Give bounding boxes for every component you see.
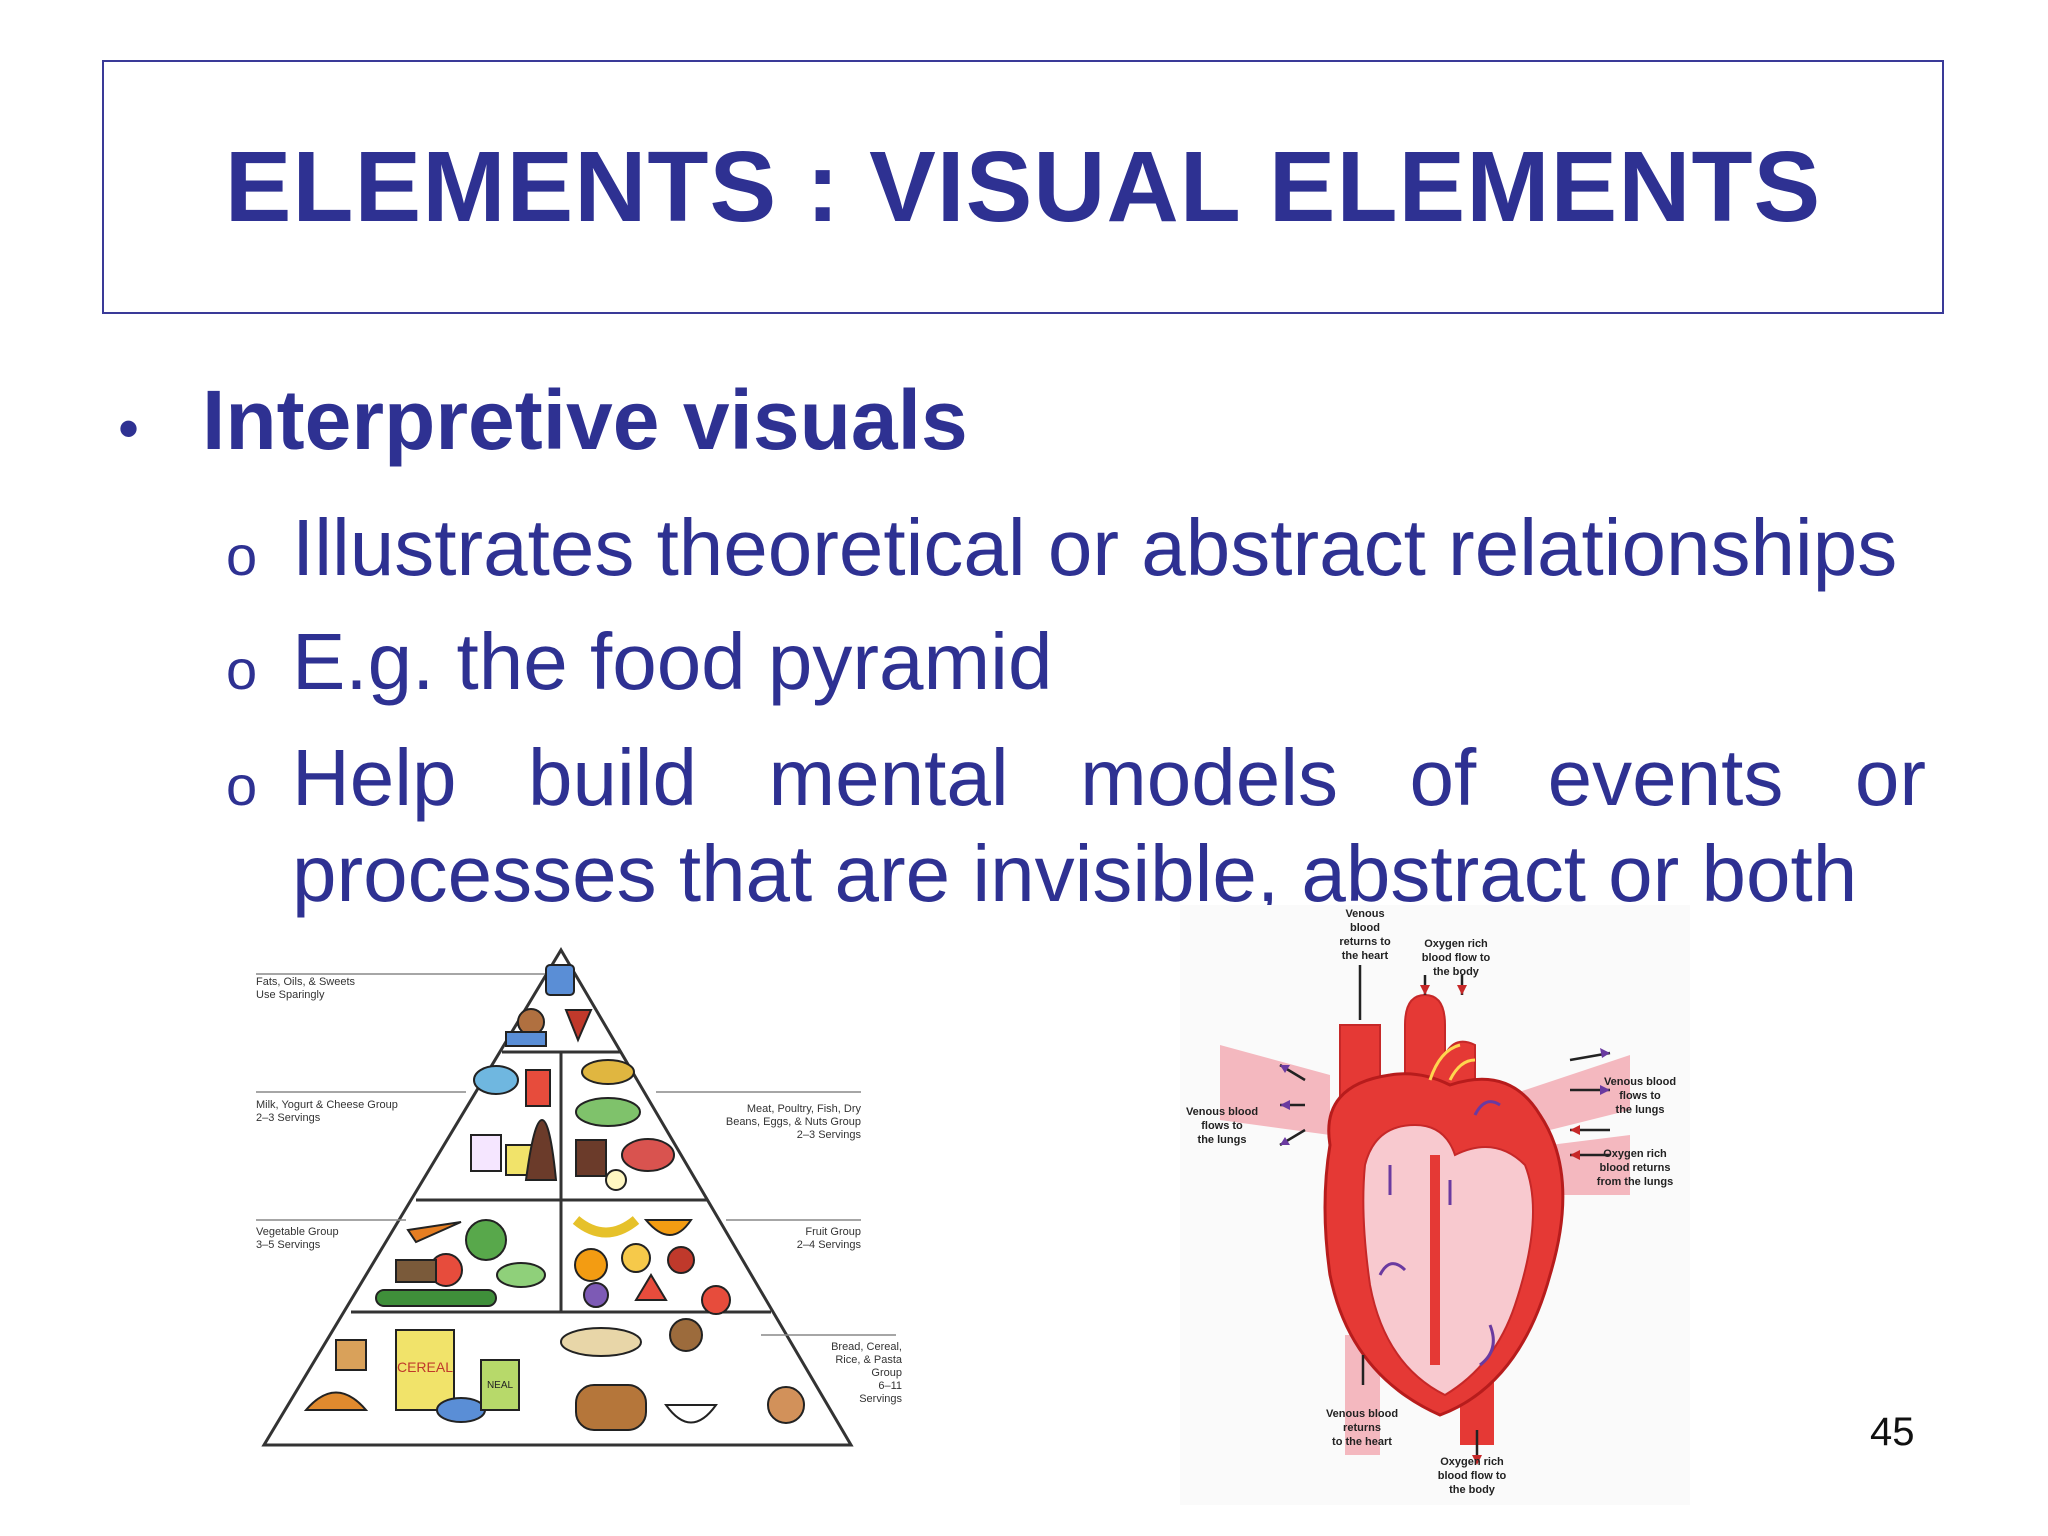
bullet-marker: • — [118, 395, 140, 462]
sub-marker: o — [226, 754, 258, 817]
svg-text:the lungs: the lungs — [1616, 1104, 1665, 1116]
heart-label-venous-bottom: Venous blood returns to the heart — [1326, 1408, 1398, 1448]
sub-marker: o — [226, 524, 258, 587]
sub-item-3: o Help build mental models of events or … — [226, 730, 1926, 922]
sub-item-text: E.g. the food pyramid — [292, 617, 1053, 706]
sub-item-2: o E.g. the food pyramid — [226, 616, 1052, 708]
svg-text:blood flow to: blood flow to — [1438, 1470, 1507, 1482]
svg-text:the heart: the heart — [1342, 950, 1389, 962]
svg-text:6–11: 6–11 — [878, 1380, 902, 1392]
svg-text:Venous blood: Venous blood — [1186, 1106, 1258, 1118]
svg-text:from the lungs: from the lungs — [1597, 1176, 1673, 1188]
svg-text:blood: blood — [1350, 922, 1380, 934]
bullet-text: Interpretive visuals — [202, 373, 968, 467]
heart-label-oxygen-body-top: Oxygen rich blood flow to the body — [1422, 938, 1491, 978]
pyramid-label-fruit: Fruit Group 2–4 Servings — [797, 1226, 862, 1251]
sub-item-text: Help build mental models of events or pr… — [292, 733, 1926, 918]
svg-text:Servings: Servings — [859, 1393, 902, 1405]
svg-text:Beans, Eggs, & Nuts Group: Beans, Eggs, & Nuts Group — [726, 1116, 861, 1128]
svg-text:to the heart: to the heart — [1332, 1436, 1392, 1448]
svg-text:Fruit Group: Fruit Group — [805, 1226, 861, 1238]
cereal-box-label: CEREAL — [397, 1359, 453, 1375]
heart-label-oxygen-body-bottom: Oxygen rich blood flow to the body — [1438, 1456, 1507, 1496]
svg-text:Oxygen rich: Oxygen rich — [1440, 1456, 1504, 1468]
heart-label-venous-lungs-left: Venous blood flows to the lungs — [1186, 1106, 1258, 1146]
svg-text:the body: the body — [1433, 966, 1480, 978]
svg-text:Rice, & Pasta: Rice, & Pasta — [835, 1354, 903, 1366]
svg-text:Vegetable Group: Vegetable Group — [256, 1226, 339, 1238]
sub-marker: o — [226, 638, 258, 701]
svg-text:Group: Group — [871, 1367, 902, 1379]
svg-text:2–4 Servings: 2–4 Servings — [797, 1239, 862, 1251]
heart-label-oxygen-return: Oxygen rich blood returns from the lungs — [1597, 1148, 1673, 1188]
svg-text:the lungs: the lungs — [1198, 1134, 1247, 1146]
svg-text:the body: the body — [1449, 1484, 1496, 1496]
pyramid-label-meat: Meat, Poultry, Fish, Dry Beans, Eggs, & … — [726, 1103, 862, 1141]
svg-text:Venous: Venous — [1345, 908, 1384, 920]
meal-box-label: NEAL — [487, 1380, 514, 1391]
sub-item-1: o Illustrates theoretical or abstract re… — [226, 502, 1897, 594]
svg-text:Milk, Yogurt & Cheese Group: Milk, Yogurt & Cheese Group — [256, 1099, 398, 1111]
sub-item-text: Illustrates theoretical or abstract rela… — [292, 503, 1898, 592]
svg-text:Meat, Poultry, Fish, Dry: Meat, Poultry, Fish, Dry — [747, 1103, 862, 1115]
heart-label-venous-lungs-right: Venous blood flows to the lungs — [1604, 1076, 1676, 1116]
svg-text:returns: returns — [1343, 1422, 1381, 1434]
svg-text:2–3 Servings: 2–3 Servings — [797, 1129, 862, 1141]
svg-text:Venous blood: Venous blood — [1604, 1076, 1676, 1088]
svg-text:Oxygen rich: Oxygen rich — [1603, 1148, 1667, 1160]
svg-text:Bread, Cereal,: Bread, Cereal, — [831, 1341, 902, 1353]
svg-text:flows to: flows to — [1619, 1090, 1661, 1102]
svg-text:Use Sparingly: Use Sparingly — [256, 989, 325, 1001]
svg-text:returns to: returns to — [1339, 936, 1391, 948]
svg-text:flows to: flows to — [1201, 1120, 1243, 1132]
food-pyramid-image: CEREAL NEAL Fats, Oils, & Sweets Use Spa… — [256, 947, 903, 1447]
svg-text:Oxygen rich: Oxygen rich — [1424, 938, 1488, 950]
bullet-interpretive-visuals: • Interpretive visuals — [118, 372, 968, 469]
pyramid-label-fats: Fats, Oils, & Sweets Use Sparingly — [256, 976, 356, 1001]
svg-text:3–5 Servings: 3–5 Servings — [256, 1239, 321, 1251]
pyramid-label-milk: Milk, Yogurt & Cheese Group 2–3 Servings — [256, 1099, 398, 1124]
svg-text:Venous blood: Venous blood — [1326, 1408, 1398, 1420]
heart-label-venous-top: Venous blood returns to the heart — [1339, 908, 1391, 962]
heart-diagram-image: Venous blood returns to the heart Oxygen… — [1180, 905, 1690, 1505]
svg-text:blood flow to: blood flow to — [1422, 952, 1491, 964]
pyramid-label-vegetable: Vegetable Group 3–5 Servings — [256, 1226, 339, 1251]
page-number: 45 — [1870, 1410, 1915, 1454]
title-box: ELEMENTS : VISUAL ELEMENTS — [102, 60, 1944, 314]
pyramid-label-bread: Bread, Cereal, Rice, & Pasta Group 6–11 … — [831, 1341, 903, 1405]
svg-text:blood returns: blood returns — [1600, 1162, 1671, 1174]
svg-text:Fats, Oils, & Sweets: Fats, Oils, & Sweets — [256, 976, 356, 988]
svg-text:2–3 Servings: 2–3 Servings — [256, 1112, 321, 1124]
slide-title: ELEMENTS : VISUAL ELEMENTS — [224, 130, 1822, 243]
pyramid-outline — [261, 947, 854, 1447]
